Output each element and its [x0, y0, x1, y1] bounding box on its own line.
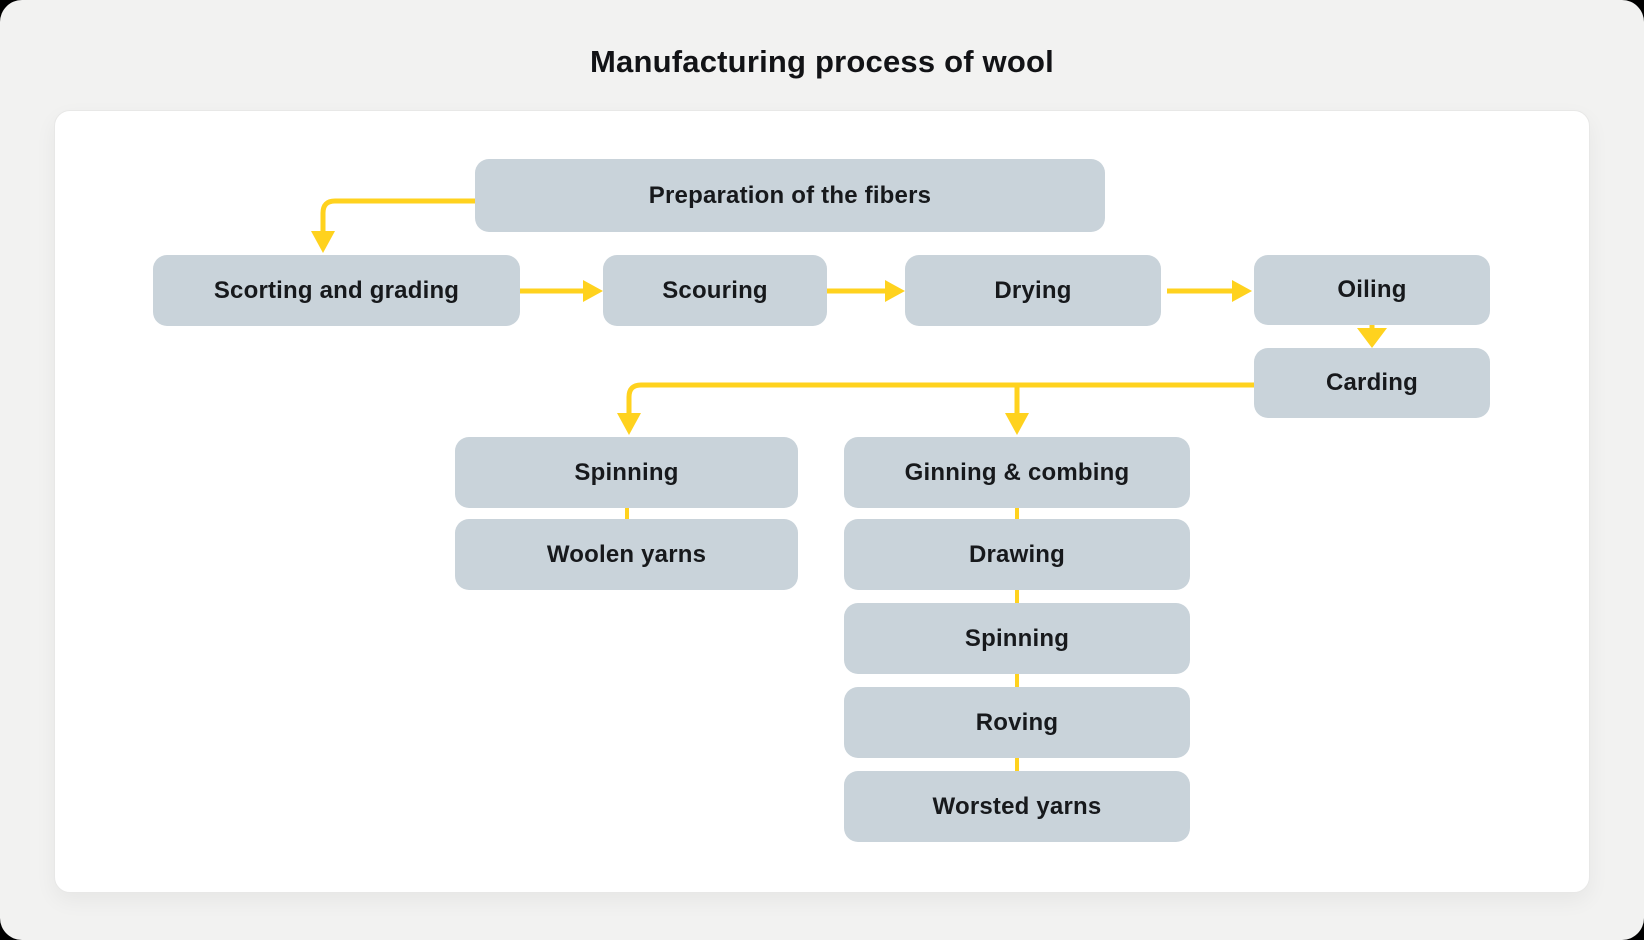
node-label: Drawing — [968, 540, 1066, 568]
node-sorting-and-grading: Scorting and grading — [153, 255, 520, 326]
node-label: Oiling — [1337, 276, 1407, 303]
node-drawing: Drawing — [844, 519, 1190, 590]
node-label: Preparation of the fibers — [648, 181, 932, 209]
node-label: Roving — [975, 708, 1059, 736]
diagram-card — [54, 110, 1590, 893]
node-carding: Carding — [1254, 348, 1490, 418]
node-spinning-woolen: Spinning — [455, 437, 798, 508]
node-label: Woolen yarns — [546, 540, 707, 568]
node-spinning-worsted: Spinning — [844, 603, 1190, 674]
node-ginning-and-combing: Ginning & combing — [844, 437, 1190, 508]
diagram-title: Manufacturing process of wool — [590, 44, 1054, 79]
node-worsted-yarns: Worsted yarns — [844, 771, 1190, 842]
node-label: Scorting and grading — [213, 276, 460, 304]
node-woolen-yarns: Woolen yarns — [455, 519, 798, 590]
node-label: Carding — [1325, 369, 1419, 396]
node-label: Ginning & combing — [904, 458, 1130, 486]
node-label: Worsted yarns — [932, 792, 1102, 820]
node-preparation-of-fibers: Preparation of the fibers — [475, 159, 1105, 232]
node-roving: Roving — [844, 687, 1190, 758]
node-label: Scouring — [662, 276, 768, 304]
node-scouring: Scouring — [603, 255, 827, 326]
node-label: Spinning — [574, 458, 679, 486]
node-label: Spinning — [964, 624, 1070, 652]
node-drying: Drying — [905, 255, 1161, 326]
node-oiling: Oiling — [1254, 255, 1490, 325]
node-label: Drying — [994, 276, 1072, 304]
